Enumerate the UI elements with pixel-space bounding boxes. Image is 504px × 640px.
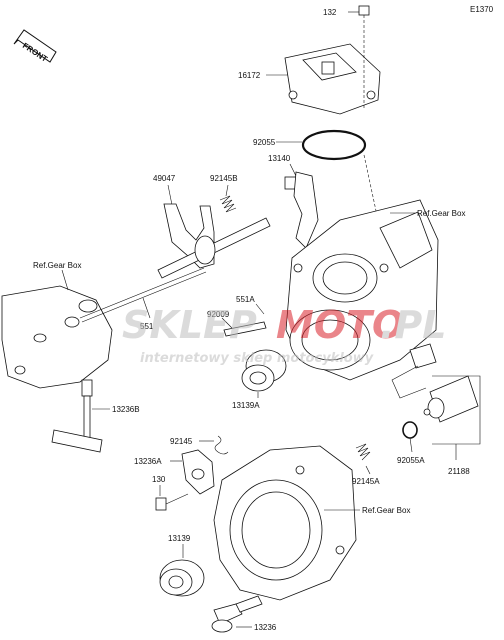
label-92145B: 92145B [210,174,238,183]
shaft-13236B [51,379,103,453]
gear-box-housing [285,199,439,381]
gear-13139 [159,559,205,597]
label-132: 132 [323,8,337,17]
gear-13139A [241,349,287,392]
label-13236B: 13236B [112,405,140,414]
spring-92145A [355,443,371,461]
position-sensor-21188 [391,343,479,423]
watermark-brand-mid: MOTO [276,303,404,347]
diagram-code: E1370 [470,5,494,14]
label-13236: 13236 [254,623,277,632]
gear-box-left [1,285,113,389]
front-arrow-icon: FRONT [13,29,57,64]
watermark-brand-right: .PL [380,303,447,347]
label-551A: 551A [236,295,255,304]
shift-fork-13140 [284,171,319,249]
watermark-logo: SKLEP MOTO .PL internetowy sklep motocyk… [122,303,447,366]
label-21188: 21188 [448,467,470,476]
label-13140: 13140 [268,154,291,163]
bolt-130 [155,493,189,511]
watermark-tagline: internetowy sklep motocyklowy [140,351,374,366]
label-92055A: 92055A [397,456,425,465]
gear-box-lower [213,445,357,601]
ref-gear-box-bottom: Ref.Gear Box [362,506,410,515]
bolt-132 [348,5,370,50]
label-16172: 16172 [238,71,261,80]
spring-92145B [219,195,237,213]
label-49047: 49047 [153,174,176,183]
shaft-13236 [211,595,263,633]
label-92009: 92009 [207,310,230,319]
o-ring-92055A [402,421,418,439]
lever-13236A [181,449,215,495]
label-551: 551 [140,322,154,331]
o-ring-92055 [301,129,367,161]
label-13139A: 13139A [232,401,260,410]
label-92055: 92055 [253,138,276,147]
ref-gear-box-top: Ref.Gear Box [417,209,465,218]
label-92145A: 92145A [352,477,380,486]
ref-gear-box-left: Ref.Gear Box [33,261,81,270]
label-130: 130 [152,475,166,484]
watermark-brand-left: SKLEP [122,303,257,347]
pin-92009 [221,317,267,337]
spring-92145 [214,435,229,455]
label-92145: 92145 [170,437,193,446]
label-13236A: 13236A [134,457,162,466]
shift-shaft-49047 [157,203,271,279]
cover-16172 [284,43,381,115]
label-13139: 13139 [168,534,191,543]
